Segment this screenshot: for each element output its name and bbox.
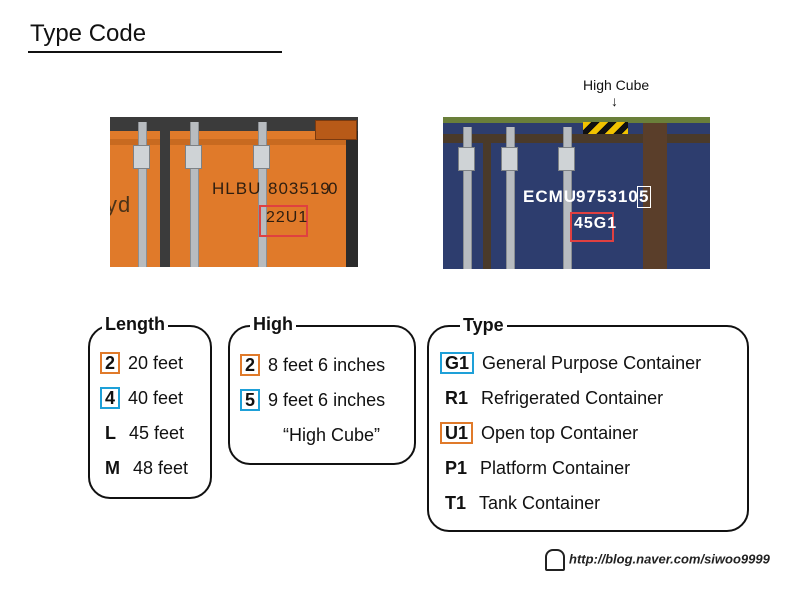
foliage-strip <box>443 117 710 123</box>
high-box <box>228 325 416 465</box>
bar-bracket <box>558 147 575 171</box>
type-code: R1 <box>445 388 469 408</box>
length-label: 45 feet <box>129 423 185 443</box>
high-label: 9 feet 6 inches <box>268 390 386 410</box>
owner-prefix: ECMU <box>523 187 578 206</box>
length-code: L <box>105 423 116 443</box>
high-cube-annotation: High Cube <box>583 77 650 93</box>
title-underline <box>28 51 282 53</box>
blog-watermark: http://blog.naver.com/siwoo9999 <box>545 549 770 571</box>
high-code: 5 <box>240 389 261 411</box>
container-top-rail <box>110 117 358 131</box>
check-digit: 0 <box>328 179 339 198</box>
orange-container-photo: yd HLBU 803519 0 22U1 <box>110 117 358 267</box>
type-code: G1 <box>440 352 475 374</box>
type-code: U1 <box>440 422 474 444</box>
high-title: High <box>250 314 296 335</box>
bar-bracket <box>253 145 270 169</box>
blue-container-photo: ECMU 975310 5 45G1 <box>443 117 710 269</box>
length-code: 4 <box>100 387 121 409</box>
serial-number: 803519 <box>268 179 331 198</box>
type-row: P1 Platform Container <box>440 457 630 479</box>
high-cube-note: “High Cube” <box>283 425 381 445</box>
type-code: T1 <box>445 493 467 513</box>
container-top-rail <box>443 134 710 143</box>
owner-prefix: HLBU <box>212 179 262 198</box>
type-label: General Purpose Container <box>482 353 702 373</box>
length-label: 40 feet <box>128 388 184 408</box>
length-row: 4 40 feet <box>100 387 183 409</box>
mascot-icon <box>545 549 565 571</box>
hazard-stripe <box>583 122 628 134</box>
locking-bar <box>506 127 515 269</box>
bar-bracket <box>133 145 150 169</box>
size-type-highlight <box>259 205 308 237</box>
locking-bar <box>138 122 147 267</box>
lock-handle <box>315 120 357 140</box>
length-row: 2 20 feet <box>100 352 183 374</box>
high-row: 2 8 feet 6 inches <box>240 354 385 376</box>
type-label: Open top Container <box>481 423 639 443</box>
serial-number: 975310 <box>576 187 639 206</box>
check-digit: 5 <box>637 186 652 208</box>
high-row: 5 9 feet 6 inches <box>240 389 385 411</box>
length-row: L 45 feet <box>100 422 184 444</box>
type-row: U1 Open top Container <box>440 422 638 444</box>
length-title: Length <box>102 314 168 335</box>
type-title: Type <box>460 315 507 336</box>
high-label: 8 feet 6 inches <box>268 355 386 375</box>
type-row: R1 Refrigerated Container <box>440 387 663 409</box>
type-row: G1 General Purpose Container <box>440 352 701 374</box>
bar-bracket <box>185 145 202 169</box>
size-type-code: 45G1 <box>574 215 618 232</box>
type-label: Refrigerated Container <box>481 388 664 408</box>
locking-bar <box>258 122 267 267</box>
company-logo-text: yd <box>110 192 132 217</box>
door-seam <box>160 131 170 267</box>
down-arrow-icon: ↓ <box>611 93 618 109</box>
length-label: 48 feet <box>133 458 189 478</box>
watermark-url: http://blog.naver.com/siwoo9999 <box>569 551 770 567</box>
corner-post <box>643 123 667 269</box>
high-code: 2 <box>240 354 261 376</box>
container-rib <box>110 139 358 145</box>
type-label: Platform Container <box>480 458 631 478</box>
locking-bar <box>190 122 199 267</box>
type-row: T1 Tank Container <box>440 492 600 514</box>
bar-bracket <box>458 147 475 171</box>
page-title: Type Code <box>30 20 147 47</box>
type-code: P1 <box>445 458 468 478</box>
size-type-highlight <box>570 212 614 242</box>
type-box <box>427 325 749 532</box>
length-label: 20 feet <box>128 353 184 373</box>
length-code: M <box>105 458 120 478</box>
length-row: M 48 feet <box>100 457 188 479</box>
length-code: 2 <box>100 352 121 374</box>
size-type-code: 22U1 <box>266 209 309 226</box>
locking-bar <box>563 127 572 269</box>
locking-bar <box>463 127 472 269</box>
door-edge <box>346 131 358 267</box>
type-label: Tank Container <box>479 493 601 513</box>
door-seam <box>483 143 491 269</box>
bar-bracket <box>501 147 518 171</box>
